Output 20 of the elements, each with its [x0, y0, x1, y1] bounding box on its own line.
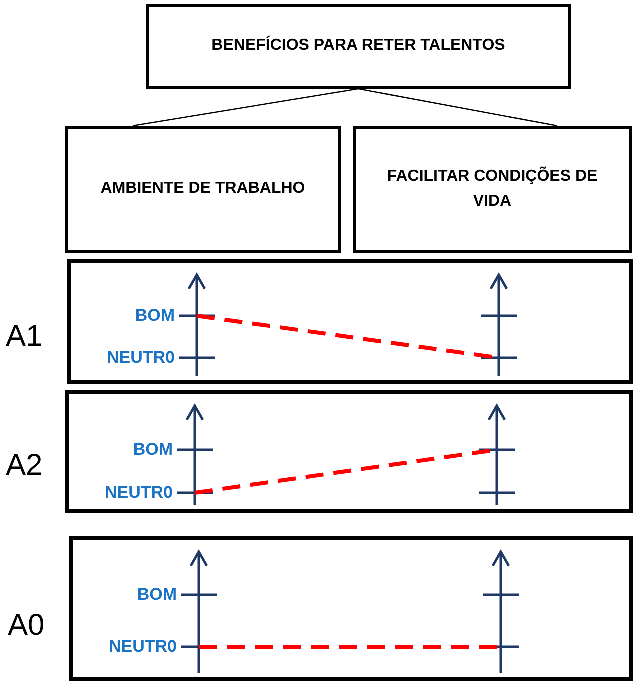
connector-line [132, 88, 359, 127]
row-label: A2 [6, 449, 43, 484]
level-label: BOM [137, 585, 177, 605]
category-box [353, 126, 632, 253]
chart-panel [65, 390, 633, 513]
level-label: BOM [135, 306, 175, 326]
level-label: NEUTR0 [106, 348, 175, 368]
category-box [65, 126, 341, 253]
row-label: A0 [8, 608, 45, 643]
box-title: FACILITAR CONDIÇÕES DE VIDA [386, 166, 599, 212]
level-label: BOM [133, 440, 173, 460]
box-title: BENEFÍCIOS PARA RETER TALENTOS [212, 34, 506, 56]
chart-panel [69, 536, 633, 681]
level-label: NEUTR0 [104, 483, 173, 503]
connector-line [358, 88, 558, 127]
level-label: NEUTR0 [108, 637, 177, 657]
row-label: A1 [6, 320, 43, 354]
category-box [146, 4, 571, 89]
chart-panel [67, 259, 633, 384]
box-title: AMBIENTE DE TRABALHO [100, 179, 306, 200]
